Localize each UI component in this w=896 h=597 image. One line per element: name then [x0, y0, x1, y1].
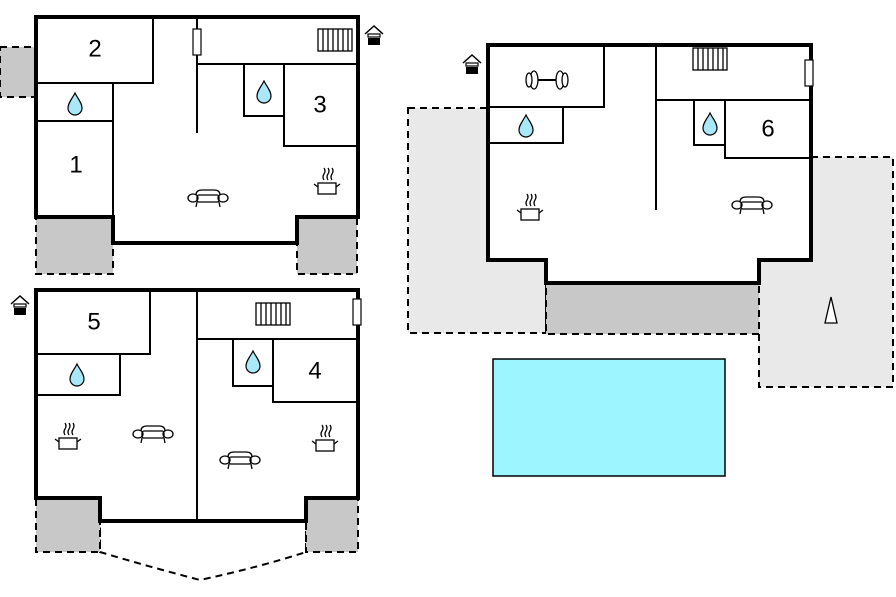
bathroom-drop-icon: [256, 80, 272, 104]
room-number-1: 1: [69, 151, 82, 178]
outer-walls: [486, 43, 813, 285]
swimming-pool: [492, 358, 726, 477]
unit-top-left: 2 1 3: [0, 15, 384, 275]
bathroom-drop-icon: [69, 363, 85, 387]
entrance-house-icon: [462, 54, 482, 75]
kitchen-pot-icon: [54, 422, 82, 450]
terrace-left: [35, 497, 101, 553]
fitness-dumbbell-icon: [525, 70, 569, 90]
entrance-house-icon: [10, 295, 30, 316]
room-number-6: 6: [761, 115, 774, 142]
entrance-house-icon: [364, 25, 384, 46]
sofa-icon: [731, 196, 773, 215]
bathroom-drop-icon: [67, 92, 83, 116]
tree-icon: [824, 296, 838, 324]
kitchen-pot-icon: [313, 167, 341, 195]
terrace-south: [545, 282, 760, 335]
sofa-icon: [132, 425, 174, 444]
fireplace-icon: [352, 298, 362, 326]
room-number-2: 2: [88, 35, 101, 62]
staircase-icon: [317, 28, 353, 52]
sofa-icon: [219, 451, 261, 470]
bathroom-drop-icon: [245, 350, 261, 374]
terrace-right: [305, 497, 359, 553]
terrace-east: [758, 156, 894, 388]
unit-right: 6: [407, 43, 894, 477]
staircase-icon: [255, 302, 291, 326]
terrace-side: [0, 46, 37, 98]
outer-walls: [34, 15, 360, 245]
room-number-3: 3: [313, 91, 326, 118]
sofa-icon: [187, 189, 229, 208]
outer-walls: [34, 288, 360, 523]
room-number-4: 4: [308, 357, 321, 384]
garden-lawn: [99, 520, 307, 582]
staircase-icon: [692, 47, 728, 71]
fireplace-icon: [804, 59, 814, 87]
unit-bottom-left: 5 4: [10, 288, 362, 582]
bathroom-drop-icon: [518, 114, 534, 138]
kitchen-pot-icon: [516, 193, 544, 221]
kitchen-pot-icon: [311, 424, 339, 452]
terrace-right: [296, 217, 358, 275]
bathroom-drop-icon: [702, 112, 718, 136]
room-number-5: 5: [87, 308, 100, 335]
terrace-left: [35, 217, 114, 275]
fireplace-icon: [192, 28, 202, 56]
